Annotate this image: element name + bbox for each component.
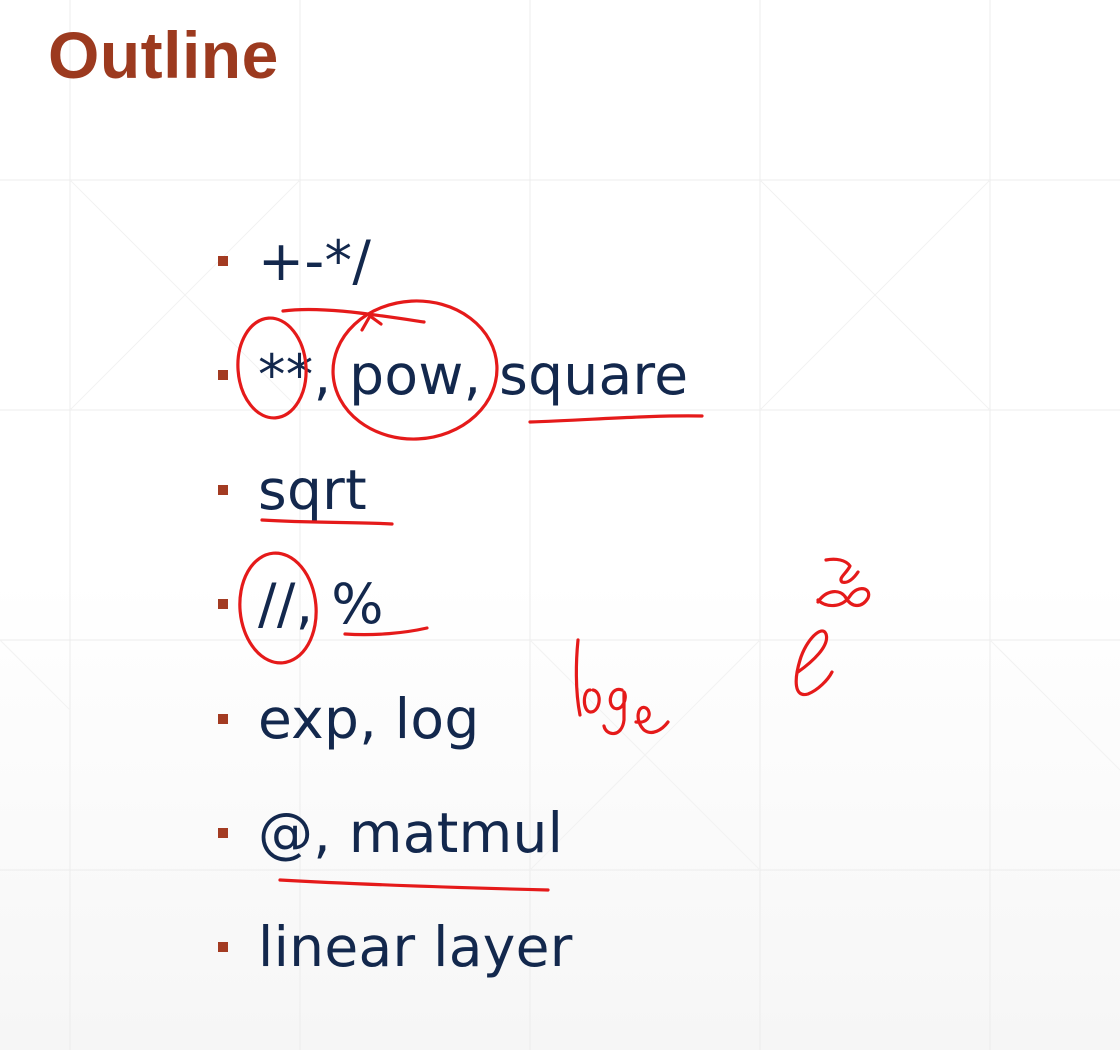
bullet-item: exp, log: [218, 684, 480, 754]
bullet-item: +-*/: [218, 226, 371, 296]
square-bullet-icon: [218, 714, 228, 724]
bullet-text: **, pow, square: [258, 343, 689, 407]
slide-title: Outline: [48, 18, 279, 92]
bullet-item: //, %: [218, 569, 384, 639]
bullet-text: sqrt: [258, 458, 367, 522]
bullet-item: sqrt: [218, 455, 367, 525]
bullet-text: +-*/: [258, 229, 372, 293]
bullet-text: @, matmul: [258, 801, 564, 865]
square-bullet-icon: [218, 942, 228, 952]
square-bullet-icon: [218, 256, 228, 266]
bullet-item: linear layer: [218, 912, 573, 982]
bullet-text: linear layer: [258, 915, 573, 979]
square-bullet-icon: [218, 485, 228, 495]
square-bullet-icon: [218, 370, 228, 380]
square-bullet-icon: [218, 828, 228, 838]
square-bullet-icon: [218, 599, 228, 609]
bullet-item: **, pow, square: [218, 340, 688, 410]
bullet-text: exp, log: [258, 687, 480, 751]
bullet-text: //, %: [258, 572, 384, 636]
bullet-item: @, matmul: [218, 798, 563, 868]
